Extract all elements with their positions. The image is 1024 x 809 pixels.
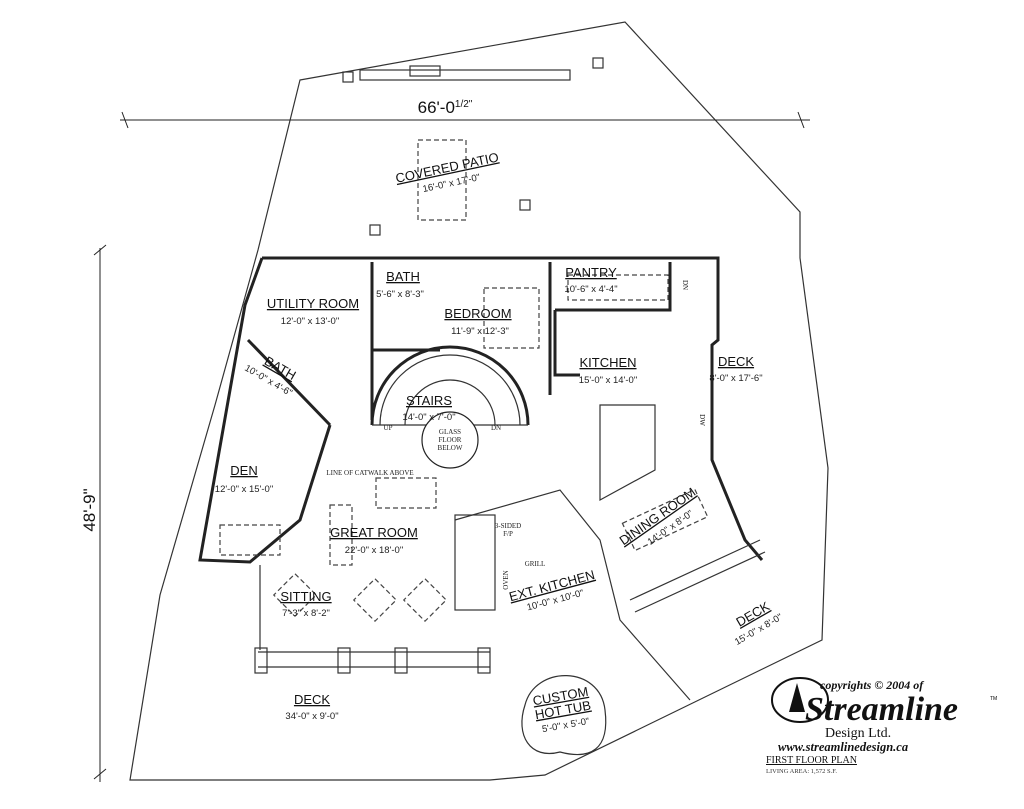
svg-text:Design Ltd.: Design Ltd.	[825, 726, 891, 741]
svg-text:GREAT ROOM: GREAT ROOM	[330, 525, 418, 540]
svg-text:LINE OF CATWALK ABOVE: LINE OF CATWALK ABOVE	[326, 469, 413, 477]
svg-text:15'-0" x 14'-0": 15'-0" x 14'-0"	[579, 375, 637, 386]
room-den: DEN 12'-0" x 15'-0"	[215, 463, 273, 495]
room-deck-lower: DECK 34'-0" x 9'-0"	[285, 692, 338, 722]
room-deck-right: DECK 8'-0" x 17'-6"	[709, 354, 762, 384]
streamline-logo-emblem	[771, 677, 829, 723]
svg-text:FIRST FLOOR PLAN: FIRST FLOOR PLAN	[766, 755, 857, 766]
svg-text:SITTING: SITTING	[280, 589, 331, 604]
patio-posts	[342, 57, 604, 236]
svg-text:8'-0" x 17'-6": 8'-0" x 17'-6"	[709, 373, 762, 384]
svg-text:FLOOR: FLOOR	[439, 436, 462, 444]
svg-text:22'-0" x 18'-0": 22'-0" x 18'-0"	[345, 545, 403, 556]
house-walls	[198, 256, 764, 701]
svg-text:copyrights © 2004 of: copyrights © 2004 of	[820, 678, 924, 692]
svg-text:14'-0" x 7'-0": 14'-0" x 7'-0"	[402, 412, 455, 423]
room-bedroom: BEDROOM 11'-9" x 12'-3"	[444, 306, 511, 337]
svg-text:66'-01/2": 66'-01/2"	[418, 98, 473, 117]
room-kitchen: KITCHEN 15'-0" x 14'-0"	[579, 355, 637, 386]
svg-text:3-SIDED: 3-SIDED	[495, 522, 521, 530]
deck-railings	[254, 539, 766, 674]
svg-text:LIVING AREA: 1,572 S.F.: LIVING AREA: 1,572 S.F.	[766, 768, 837, 775]
spiral-stairs	[370, 345, 530, 469]
svg-text:DN: DN	[681, 280, 689, 290]
title-block: copyrights © 2004 of Streamline TM Desig…	[766, 677, 997, 775]
svg-text:UTILITY ROOM: UTILITY ROOM	[267, 296, 359, 311]
svg-text:BELOW: BELOW	[438, 444, 463, 452]
svg-text:OVEN: OVEN	[502, 570, 510, 589]
room-bath-upper: BATH 5'-6" x 8'-3"	[376, 269, 424, 300]
room-sitting: SITTING 7'-3" x 8'-2"	[280, 589, 331, 619]
room-utility: UTILITY ROOM 12'-0" x 13'-0"	[267, 296, 359, 327]
svg-text:DEN: DEN	[230, 463, 257, 478]
svg-text:DECK: DECK	[718, 354, 754, 369]
furniture	[219, 274, 709, 623]
svg-text:34'-0" x 9'-0": 34'-0" x 9'-0"	[285, 711, 338, 722]
svg-text:10'-6" x 4'-4": 10'-6" x 4'-4"	[564, 284, 617, 295]
svg-text:DECK: DECK	[294, 692, 330, 707]
svg-text:KITCHEN: KITCHEN	[579, 355, 636, 370]
svg-text:5'-6" x 8'-3": 5'-6" x 8'-3"	[376, 289, 424, 300]
svg-text:PANTRY: PANTRY	[565, 265, 617, 280]
svg-text:BATH: BATH	[386, 269, 420, 284]
svg-text:12'-0" x 15'-0": 12'-0" x 15'-0"	[215, 484, 273, 495]
room-hot-tub: CUSTOM HOT TUB 5'-0" x 5'-0"	[532, 684, 593, 735]
svg-text:UP: UP	[384, 424, 393, 432]
plan-notes: UP DN GLASS FLOOR BELOW LINE OF CATWALK …	[326, 280, 706, 590]
room-stairs: STAIRS 14'-0" x 7'-0"	[402, 393, 455, 423]
svg-text:GLASS: GLASS	[439, 428, 461, 436]
room-great-room: GREAT ROOM 22'-0" x 18'-0"	[330, 525, 418, 556]
svg-text:F/P: F/P	[503, 530, 513, 538]
patio-table	[417, 139, 467, 221]
svg-text:STAIRS: STAIRS	[406, 393, 452, 408]
svg-text:www.streamlinedesign.ca: www.streamlinedesign.ca	[778, 740, 908, 754]
site-outline	[129, 21, 829, 781]
svg-text:DN: DN	[491, 424, 501, 432]
svg-text:48'-9": 48'-9"	[80, 488, 99, 531]
svg-text:TM: TM	[990, 696, 997, 702]
svg-text:BEDROOM: BEDROOM	[444, 306, 511, 321]
svg-text:GRILL: GRILL	[525, 560, 546, 568]
room-pantry: PANTRY 10'-6" x 4'-4"	[564, 265, 617, 295]
tree-icon	[789, 683, 805, 712]
svg-text:DW: DW	[698, 414, 706, 426]
svg-text:7'-3" x 8'-2": 7'-3" x 8'-2"	[282, 608, 330, 619]
svg-text:Streamline: Streamline	[805, 691, 958, 728]
depth-dimension-line: 48'-9"	[80, 244, 107, 782]
width-dimension-line: 66'-01/2"	[120, 98, 810, 129]
svg-text:11'-9" x 12'-3": 11'-9" x 12'-3"	[451, 326, 509, 337]
hot-tub	[521, 675, 607, 756]
svg-text:12'-0" x 13'-0": 12'-0" x 13'-0"	[281, 316, 339, 327]
